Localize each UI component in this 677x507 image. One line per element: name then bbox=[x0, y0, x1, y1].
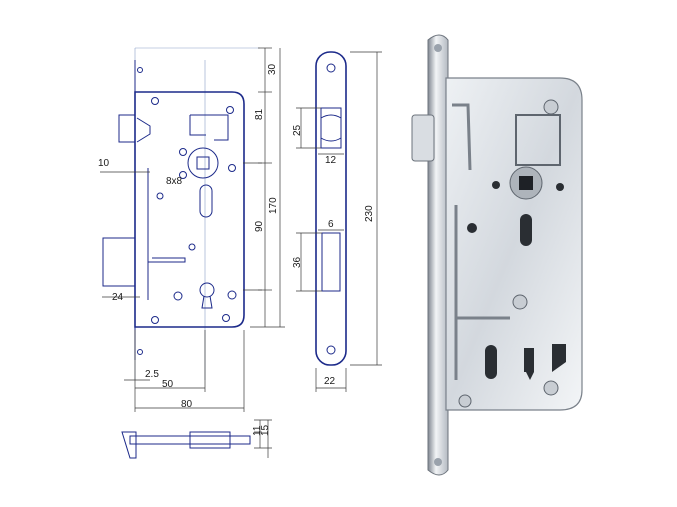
dim-22: 22 bbox=[324, 376, 336, 387]
dim-10: 10 bbox=[98, 158, 110, 169]
dim-36: 36 bbox=[292, 256, 303, 268]
dim-6: 6 bbox=[328, 219, 334, 230]
dim-8x8: 8x8 bbox=[166, 176, 183, 187]
dim-15: 15 bbox=[260, 424, 271, 436]
front-view-drawing bbox=[102, 47, 260, 380]
dim-90: 90 bbox=[254, 220, 265, 232]
dim-81: 81 bbox=[254, 108, 265, 120]
dim-170: 170 bbox=[268, 197, 279, 214]
dim-230: 230 bbox=[364, 205, 375, 222]
dim-80: 80 bbox=[181, 399, 193, 410]
dim-25: 25 bbox=[292, 124, 303, 136]
dim-24: 24 bbox=[112, 292, 124, 303]
top-view-drawing bbox=[121, 419, 272, 459]
dimension-labels: 30 81 170 90 10 8x8 24 2.5 50 80 25 12 6… bbox=[98, 63, 375, 436]
dim-11: 11 bbox=[252, 425, 263, 436]
dim-30: 30 bbox=[267, 63, 278, 75]
dim-2-5: 2.5 bbox=[145, 369, 159, 380]
front-view-dimensions bbox=[100, 47, 285, 412]
faceplate-side-view bbox=[296, 51, 382, 392]
dim-50: 50 bbox=[162, 379, 174, 390]
mortise-lock-photo bbox=[411, 34, 583, 476]
dim-12: 12 bbox=[325, 155, 337, 166]
